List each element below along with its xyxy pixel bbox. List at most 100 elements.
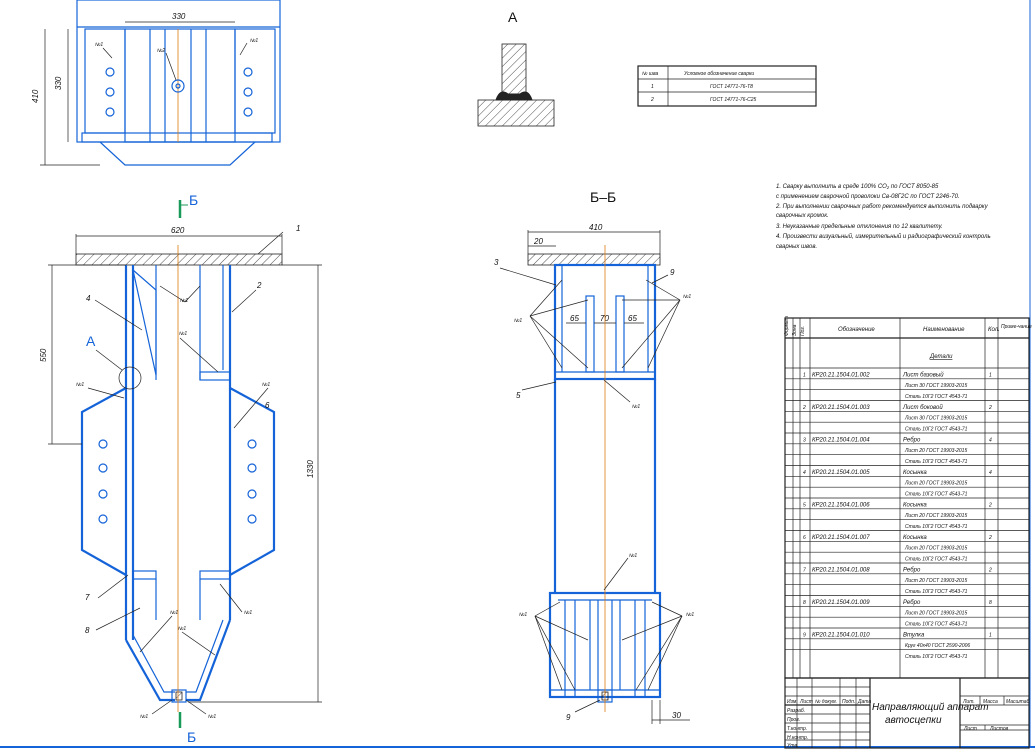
- spec-header: Зона: [792, 324, 798, 336]
- title-role: Утв.: [787, 743, 798, 749]
- note-line: 2. При выполнении сварочных работ рекоме…: [775, 204, 989, 210]
- callout-part: 2: [256, 281, 262, 290]
- spec-header: Кол.: [988, 327, 1000, 333]
- spec-name: Ребро: [903, 567, 921, 573]
- callout-weld: №1: [519, 612, 527, 618]
- callout-weld: №1: [170, 610, 178, 616]
- spec-name: Лист базовый: [902, 371, 944, 378]
- spec-section: Детали: [929, 354, 953, 360]
- callout-weld: №1: [262, 382, 270, 388]
- spec-header: Формат: [784, 316, 790, 336]
- section-mark-bottom: Б: [187, 729, 196, 745]
- drawing-subtitle: автосцепки: [885, 715, 942, 726]
- weld-table-header-no: № шва: [642, 71, 658, 77]
- spec-qty: 8: [989, 600, 992, 606]
- spec-pos: 6: [803, 535, 806, 541]
- callout-part: 5: [516, 391, 521, 400]
- callout-part: 3: [494, 258, 499, 267]
- dim-section-20: 20: [533, 237, 543, 246]
- spec-name: Ребро: [903, 600, 921, 606]
- spec-qty: 4: [989, 437, 992, 443]
- spec-material: Лист 20 ГОСТ 19903-2015: [904, 513, 967, 519]
- note-line: 1. Сварку выполнить в среде 100% CO₂ по …: [776, 184, 939, 190]
- spec-name: Лист боковой: [902, 404, 943, 411]
- spec-pos: 3: [803, 437, 806, 443]
- callout-part: 9: [566, 713, 571, 722]
- callout-weld: №1: [95, 42, 103, 48]
- spec-steel: Сталь 10Г2 ГОСТ 4543-71: [905, 654, 968, 660]
- spec-qty: 2: [988, 567, 992, 573]
- spec-header: Приме-чание: [1001, 324, 1032, 330]
- dim-section-65: 65: [570, 314, 579, 323]
- spec-code: КР20.21.1504.01.008: [812, 567, 870, 573]
- spec-qty: 2: [988, 405, 992, 411]
- title-grid-label: Дата: [857, 699, 871, 705]
- dim-front-depth: 550: [39, 348, 48, 362]
- detail-a-title: А: [508, 9, 518, 25]
- spec-material: Лист 20 ГОСТ 19903-2015: [904, 546, 967, 552]
- spec-material: Лист 20 ГОСТ 19903-2015: [904, 448, 967, 454]
- spec-name: Втулка: [903, 632, 925, 638]
- callout-weld: №1: [179, 331, 187, 337]
- callout-weld2: №2: [157, 48, 165, 54]
- title-col-header: Масштаб: [1006, 699, 1030, 705]
- specification-table: Формат Зона Поз. Обозначение Наименовани…: [784, 316, 1032, 679]
- callout-part: 6: [265, 401, 270, 410]
- callout-weld: №1: [629, 553, 637, 559]
- drawing-title: Направляющий аппарат: [872, 702, 989, 713]
- title-col-header: Масса: [983, 699, 998, 705]
- callout-weld: №1: [178, 626, 186, 632]
- spec-material: Лист 30 ГОСТ 19903-2015: [904, 383, 967, 389]
- callout-weld: №1: [514, 318, 522, 324]
- spec-qty: 2: [988, 535, 992, 541]
- spec-material: Лист 20 ГОСТ 19903-2015: [904, 481, 967, 487]
- title-col-header: Лит.: [962, 699, 975, 705]
- top-bolt-holes: [105, 67, 253, 117]
- note-line: сварных швов.: [776, 244, 817, 250]
- dim-top-height-inner: 330: [54, 76, 63, 90]
- spec-qty: 1: [989, 632, 992, 638]
- spec-material: Лист 30 ГОСТ 19903-2015: [904, 416, 967, 422]
- spec-header: Поз.: [800, 326, 806, 336]
- title-grid-label: Изм.: [787, 699, 798, 705]
- spec-name: Косынка: [903, 470, 927, 476]
- weld-symbol-table: № шва Условное обозначение сварки 1 ГОСТ…: [637, 65, 817, 107]
- dim-section-30: 30: [672, 711, 681, 720]
- section-title: Б–Б: [590, 189, 616, 205]
- spec-code: КР20.21.1504.01.007: [812, 535, 870, 541]
- callout-part: 4: [86, 294, 91, 303]
- dim-front-width: 620: [171, 226, 185, 235]
- title-grid-label: № докум.: [815, 699, 837, 705]
- section-view: Б–Б 410 20 65 70 65: [494, 189, 694, 724]
- note-line: 4. Произвести визуальный, измерительный …: [776, 233, 991, 240]
- spec-header: Наименование: [923, 327, 965, 333]
- weld-table-cell: ГОСТ 14771-76-С25: [710, 97, 757, 103]
- callout-weld: №1: [686, 612, 694, 618]
- callout-weld: №1: [250, 38, 258, 44]
- spec-steel: Сталь 10Г2 ГОСТ 4543-71: [905, 427, 968, 433]
- spec-name: Косынка: [903, 502, 927, 508]
- callout-part: 8: [85, 626, 90, 635]
- top-view: 330 410 330 №1 №2 №1: [31, 0, 281, 166]
- spec-steel: Сталь 10Г2 ГОСТ 4543-71: [905, 622, 968, 628]
- spec-material: Лист 20 ГОСТ 19903-2015: [904, 578, 967, 584]
- weld-table-header-desc: Условное обозначение сварки: [684, 71, 754, 77]
- dim-top-width: 330: [172, 12, 186, 21]
- spec-code: КР20.21.1504.01.009: [812, 600, 870, 606]
- weld-table-cell: 1: [651, 84, 654, 90]
- spec-header: Обозначение: [838, 327, 875, 333]
- title-grid-label: Подп.: [842, 699, 855, 705]
- spec-steel: Сталь 10Г2 ГОСТ 4543-71: [905, 492, 968, 498]
- spec-code: КР20.21.1504.01.010: [812, 632, 870, 638]
- spec-name: Косынка: [903, 535, 927, 541]
- spec-pos: 5: [803, 502, 806, 508]
- callout-weld: №1: [683, 294, 691, 300]
- spec-code: КР20.21.1504.01.005: [812, 470, 870, 476]
